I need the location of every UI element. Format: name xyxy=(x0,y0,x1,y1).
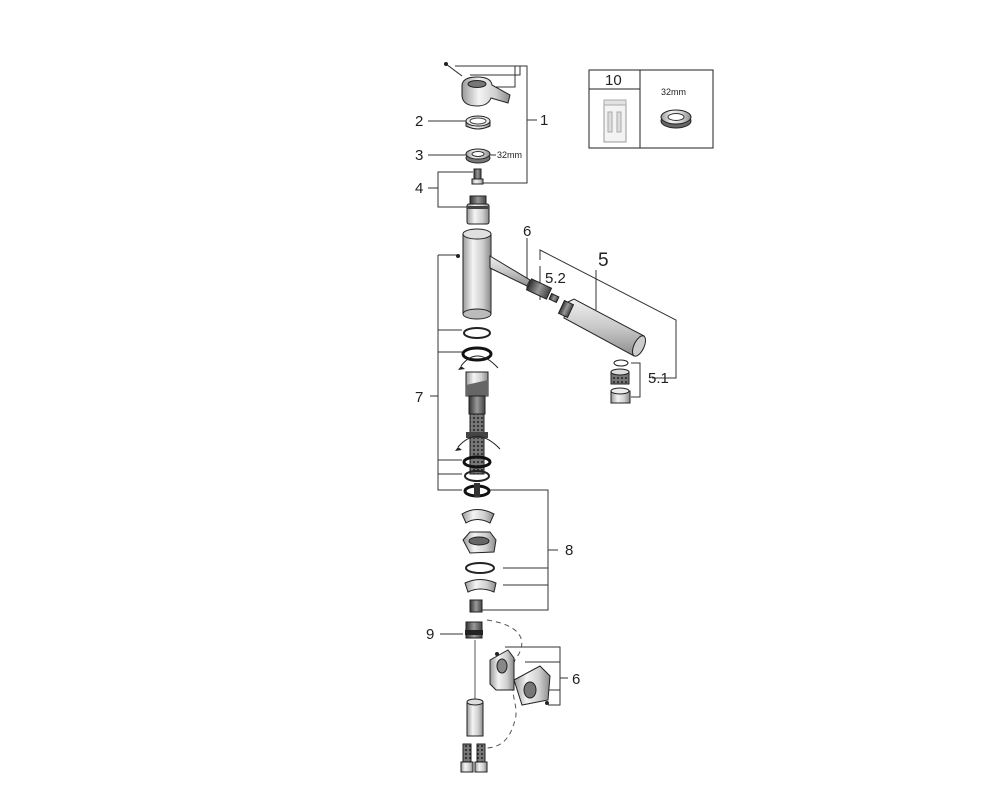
callout-5: 5 xyxy=(598,250,609,271)
callout-6-top: 6 xyxy=(523,223,531,240)
callout-6-bottom: 6 xyxy=(572,671,580,688)
callout-labels: 1 2 3 32mm 4 6 5 5.2 5.1 7 8 9 6 xyxy=(415,112,669,688)
callout-3: 3 xyxy=(415,147,423,164)
callout-1: 1 xyxy=(540,112,548,129)
seal-5-2 xyxy=(548,292,560,304)
callout-9: 9 xyxy=(426,626,434,643)
mounting-set xyxy=(461,509,497,613)
tool-number: 10 xyxy=(605,72,622,89)
callout-7: 7 xyxy=(415,389,423,406)
nut-icon xyxy=(660,109,692,129)
hose-connector xyxy=(465,621,483,639)
o-rings-and-hose xyxy=(455,327,501,498)
tap-body xyxy=(456,228,531,320)
callout-5-1: 5.1 xyxy=(648,370,669,387)
callout-5-2: 5.2 xyxy=(545,270,566,287)
spout xyxy=(557,298,646,357)
nut-32mm xyxy=(465,148,491,164)
callout-2: 2 xyxy=(415,113,423,130)
callout-8: 8 xyxy=(565,542,573,559)
hose-clamp xyxy=(489,649,551,706)
wrench-tool-icon xyxy=(603,99,627,143)
aerator xyxy=(610,359,631,404)
callout-4: 4 xyxy=(415,180,423,197)
cartridge xyxy=(466,168,490,225)
cover-cap xyxy=(465,115,491,130)
tool-box: 10 32mm xyxy=(588,69,714,149)
nut-size-label: 32mm xyxy=(497,150,522,160)
callout-leaders xyxy=(428,65,677,749)
lever-handle xyxy=(444,62,511,107)
spout-adapter xyxy=(525,278,553,300)
tool-size-label: 32mm xyxy=(661,87,686,97)
lower-hose xyxy=(460,640,488,773)
